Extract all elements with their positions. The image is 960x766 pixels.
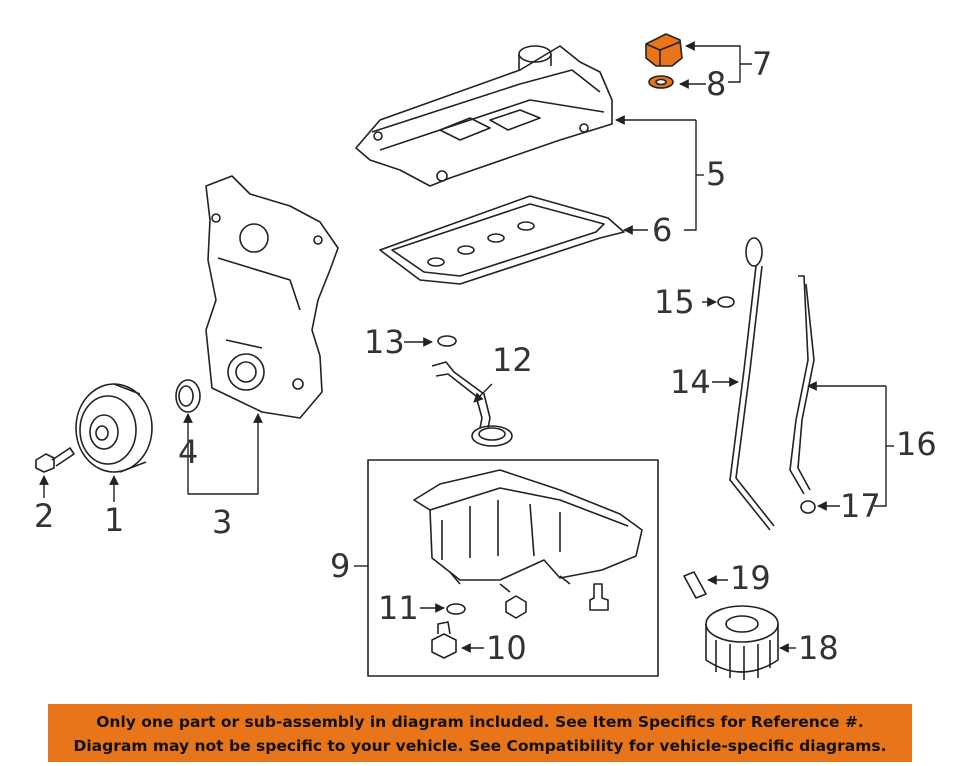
callout-17: 17	[840, 487, 881, 525]
callout-8: 8	[706, 65, 727, 103]
crankshaft-pulley	[75, 383, 153, 473]
drain-plug-washer	[446, 603, 466, 615]
disclaimer-line-1: Only one part or sub-assembly in diagram…	[96, 713, 864, 731]
callout-6: 6	[652, 211, 673, 249]
callout-12: 12	[492, 341, 533, 379]
pan-bolt	[589, 583, 609, 611]
callout-1: 1	[104, 501, 125, 539]
oil-pan-assembly-box	[367, 459, 659, 677]
callout-19: 19	[730, 559, 771, 597]
filter-adapter	[683, 571, 707, 599]
oil-pan	[413, 469, 643, 593]
oil-filter	[705, 605, 779, 680]
tube-o-ring	[800, 500, 816, 514]
callout-7: 7	[752, 45, 773, 83]
valve-cover	[355, 45, 613, 187]
callout-5: 5	[706, 155, 727, 193]
callout-15: 15	[654, 283, 695, 321]
pulley-bolt	[35, 447, 75, 473]
callout-4: 4	[178, 433, 199, 471]
filler-cap-seal	[648, 75, 674, 89]
crankshaft-seal	[175, 379, 201, 413]
oil-dipstick	[729, 237, 775, 531]
pan-nut	[505, 595, 527, 619]
callout-9: 9	[330, 547, 351, 585]
callout-16: 16	[896, 425, 937, 463]
parts-diagram	[35, 33, 894, 680]
leader-lines	[39, 41, 894, 653]
timing-cover	[205, 175, 339, 419]
callout-3: 3	[212, 503, 233, 541]
valve-cover-gasket	[379, 195, 625, 285]
oil-filler-cap	[645, 33, 683, 67]
callout-13: 13	[364, 323, 405, 361]
dipstick-tube	[789, 275, 815, 495]
disclaimer-line-2: Diagram may not be specific to your vehi…	[73, 737, 887, 755]
callout-2: 2	[34, 497, 55, 535]
disclaimer-banner: Only one part or sub-assembly in diagram…	[48, 704, 912, 762]
dipstick-o-ring	[717, 296, 735, 308]
pickup-o-ring	[437, 335, 457, 347]
drain-plug	[431, 621, 457, 659]
callout-11: 11	[378, 589, 419, 627]
callout-14: 14	[670, 363, 711, 401]
callout-10: 10	[486, 629, 527, 667]
callout-18: 18	[798, 629, 839, 667]
